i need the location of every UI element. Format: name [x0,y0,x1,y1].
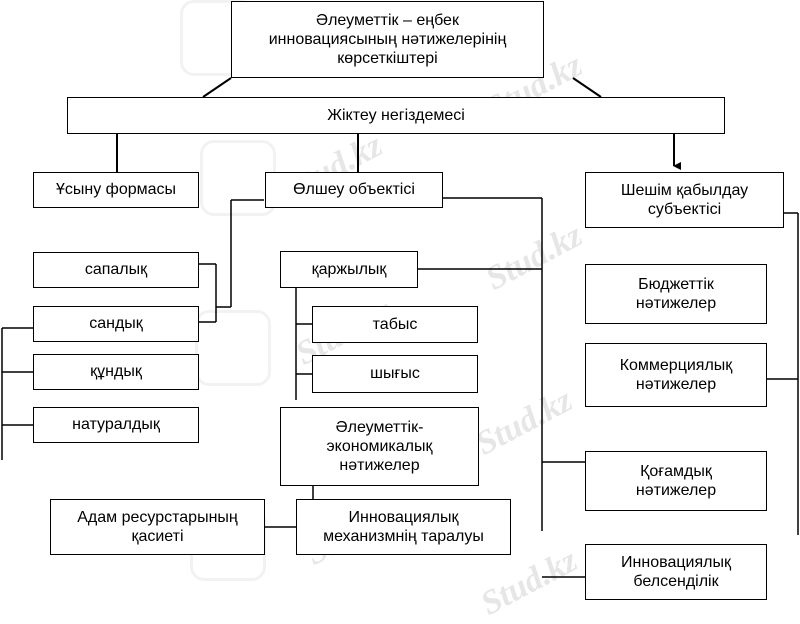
item-public-results: Қоғамдық нәтижелер [585,451,767,511]
item-human-resources-quality: Адам ресурстарының қасиеті [50,499,265,555]
item-value: құндық [33,354,199,390]
item-innovation-activity: Инновациялық белсенділік [585,544,767,600]
item-socio-economic-results: Әлеуметтік- экономикалық нәтижелер [280,407,479,486]
item-qualitative: сапалық [33,252,199,288]
item-innovation-mechanism-spread: Инновациялық механизмнің таралуы [296,499,511,555]
diagram-title: Әлеуметтік – еңбек инновациясының нәтиже… [231,1,544,78]
item-quantitative: сандық [33,306,199,342]
classification-basis-bar: Жіктеу негіздемесі [67,97,725,134]
item-natural: натуралдық [33,407,199,443]
item-expense: шығыс [312,355,478,393]
category-presentation-form: Ұсыну формасы [33,172,199,208]
item-commercial-results: Коммерциялық нәтижелер [585,343,767,407]
item-income: табыс [312,306,478,343]
watermark-logo [195,310,271,386]
category-decision-subject: Шешім қабылдау субъектісі [585,172,784,228]
item-financial: қаржылық [280,251,418,288]
item-budget-results: Бюджеттік нәтижелер [585,264,767,324]
category-measurement-object: Өлшеу объектісі [265,172,443,208]
connector-lines [1,77,799,578]
